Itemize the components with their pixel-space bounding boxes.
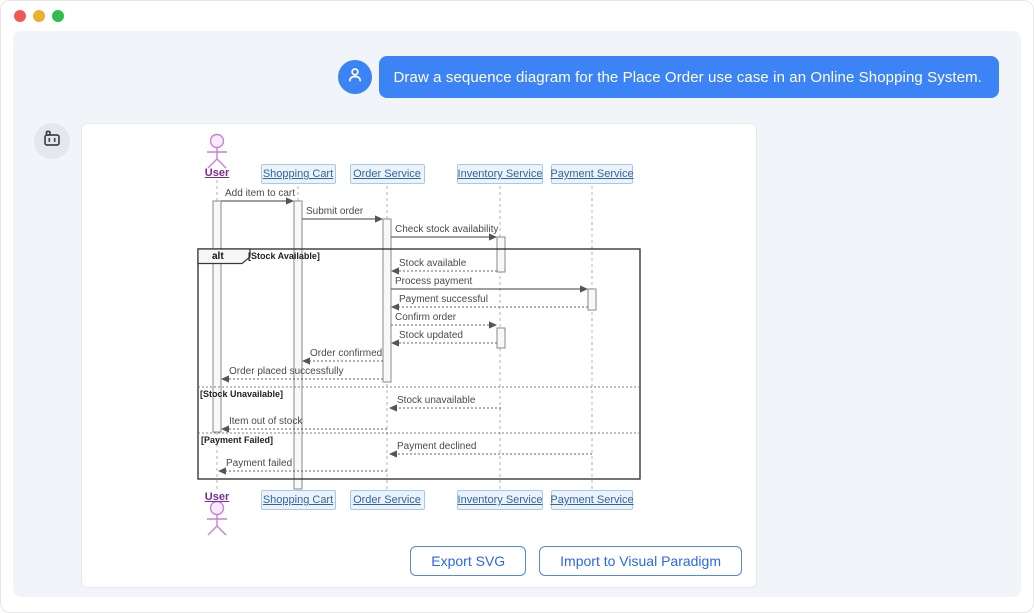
message-arrowhead-10	[389, 404, 397, 412]
activation-user-0	[212, 200, 222, 433]
message-arrowhead-6	[489, 321, 497, 329]
activation-payment-5	[587, 288, 597, 311]
message-arrowhead-13	[218, 467, 226, 475]
sequence-diagram-canvas	[197, 133, 641, 536]
participant-order-top[interactable]: Order Service	[349, 164, 425, 184]
message-label-9: Order placed successfully	[229, 366, 344, 377]
message-label-10: Stock unavailable	[397, 395, 476, 406]
activation-inventory-4	[496, 327, 506, 349]
message-arrowhead-11	[221, 425, 229, 433]
import-visual-paradigm-button[interactable]: Import to Visual Paradigm	[539, 546, 742, 576]
participant-order-bottom[interactable]: Order Service	[349, 490, 425, 510]
actor-figure-top-user	[207, 133, 227, 169]
message-label-5: Payment successful	[399, 294, 488, 305]
message-label-1: Submit order	[306, 206, 364, 217]
alt-frame-operator: alt	[212, 251, 224, 262]
message-arrowhead-2	[489, 233, 497, 241]
message-label-0: Add item to cart	[225, 188, 296, 199]
message-label-7: Stock updated	[399, 330, 463, 341]
alt-guard-0: [Stock Available]	[248, 251, 320, 261]
diagram-actions: Export SVG Import to Visual Paradigm	[410, 546, 742, 576]
message-label-13: Payment failed	[226, 458, 293, 469]
message-arrowhead-1	[375, 215, 383, 223]
export-svg-button[interactable]: Export SVG	[410, 546, 527, 576]
chat-content-area: Draw a sequence diagram for the Place Or…	[13, 31, 1021, 597]
robot-icon	[40, 127, 64, 156]
user-avatar	[338, 60, 373, 94]
message-arrowhead-9	[221, 375, 229, 383]
close-window-button[interactable]	[14, 10, 26, 22]
participant-payment-bottom[interactable]: Payment Service	[550, 490, 634, 510]
user-message-row: Draw a sequence diagram for the Place Or…	[338, 56, 999, 98]
message-label-3: Stock available	[399, 258, 467, 269]
participant-inventory-top[interactable]: Inventory Service	[457, 164, 543, 184]
activation-order-2	[382, 218, 392, 383]
person-icon	[344, 64, 366, 91]
message-label-11: Item out of stock	[229, 416, 303, 427]
minimize-window-button[interactable]	[33, 10, 45, 22]
message-arrowhead-8	[302, 357, 310, 365]
alt-frame-operator-pentagon	[197, 248, 251, 265]
alt-guard-2: [Payment Failed]	[201, 435, 274, 445]
participant-payment-top[interactable]: Payment Service	[550, 164, 634, 184]
message-label-6: Confirm order	[395, 312, 457, 323]
message-label-4: Process payment	[395, 276, 473, 287]
window-titlebar	[1, 1, 1033, 31]
activation-inventory-3	[496, 236, 506, 273]
message-arrowhead-3	[391, 267, 399, 275]
activation-cart-1	[293, 200, 303, 490]
participant-cart-bottom[interactable]: Shopping Cart	[260, 490, 336, 510]
message-arrowhead-7	[391, 339, 399, 347]
bot-avatar	[34, 123, 70, 159]
actor-name-user-bottom[interactable]: User	[204, 491, 230, 503]
maximize-window-button[interactable]	[52, 10, 64, 22]
message-label-8: Order confirmed	[310, 348, 383, 359]
message-arrowhead-12	[389, 450, 397, 458]
message-label-12: Payment declined	[397, 441, 477, 452]
participant-inventory-bottom[interactable]: Inventory Service	[457, 490, 543, 510]
message-label-2: Check stock availability	[395, 224, 499, 235]
actor-figure-bottom-user	[207, 500, 227, 536]
alt-frame	[197, 248, 641, 480]
actor-name-user-top[interactable]: User	[204, 167, 230, 179]
message-arrowhead-5	[391, 303, 399, 311]
alt-guard-1: [Stock Unavailable]	[200, 389, 284, 399]
message-arrowhead-4	[580, 285, 588, 293]
participant-cart-top[interactable]: Shopping Cart	[260, 164, 336, 184]
user-message-bubble: Draw a sequence diagram for the Place Or…	[379, 56, 999, 98]
message-arrowhead-0	[286, 197, 294, 205]
